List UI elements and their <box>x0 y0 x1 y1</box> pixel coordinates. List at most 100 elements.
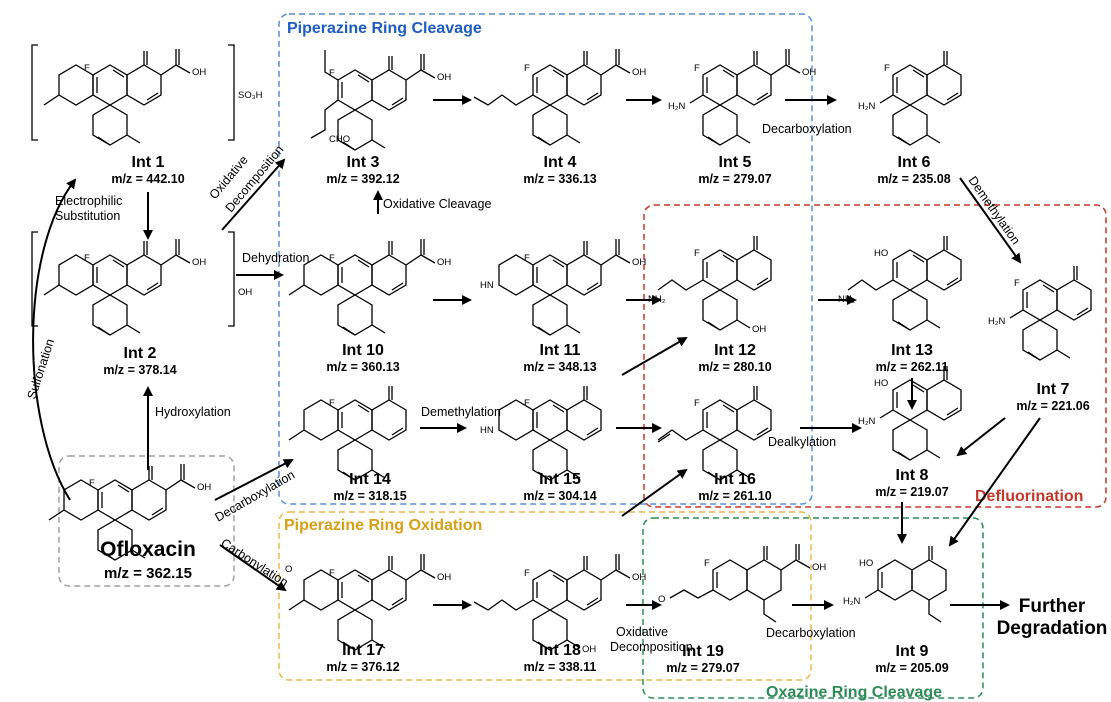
svg-text:F: F <box>884 63 890 74</box>
label-int11-mz: m/z = 348.13 <box>523 360 596 374</box>
structure-int4: F OH <box>473 48 646 146</box>
label-int11-name: Int 11 <box>540 342 581 359</box>
label-int9-mz: m/z = 205.09 <box>875 661 948 675</box>
region-title-defluorination: Defluorination <box>975 488 1083 505</box>
svg-text:HO: HO <box>859 558 873 569</box>
label-int19-mz: m/z = 279.07 <box>666 661 739 675</box>
svg-text:OH: OH <box>632 572 646 583</box>
step-decarboxylation-int5: Decarboxylation <box>762 122 852 136</box>
region-box-piperazine-oxidation <box>278 511 812 681</box>
svg-text:OH: OH <box>197 482 211 493</box>
svg-text:F: F <box>329 568 335 579</box>
svg-text:OH: OH <box>752 324 766 335</box>
step-electrophilic-2: Substitution <box>55 209 120 223</box>
further-degradation-line1: Further <box>1019 596 1086 617</box>
svg-text:O: O <box>658 594 665 605</box>
structure-int8: HO H₂N <box>858 365 962 461</box>
structure-int3: F OH CHO <box>310 50 451 151</box>
pathway-arrows <box>32 95 1041 610</box>
label-int12-mz: m/z = 280.10 <box>698 360 771 374</box>
label-int4-name: Int 4 <box>544 154 577 171</box>
region-title-piperazine-oxidation: Piperazine Ring Oxidation <box>284 517 482 534</box>
structure-int14: F <box>288 385 407 481</box>
step-electrophilic-1: Electrophilic <box>55 194 122 208</box>
structure-int12: F NH₂ OH <box>648 235 772 335</box>
svg-text:F: F <box>694 398 700 409</box>
step-oxidative-decomposition-4: Decomposition <box>610 640 693 654</box>
step-dehydration: Dehydration <box>242 251 309 265</box>
svg-text:OH: OH <box>437 257 451 268</box>
structure-int5: F H₂N OH <box>668 48 816 146</box>
label-int6-mz: m/z = 235.08 <box>877 172 950 186</box>
step-oxidative-cleavage: Oxidative Cleavage <box>383 197 491 211</box>
structure-int15: F HN <box>480 385 602 481</box>
svg-text:OH: OH <box>812 562 826 573</box>
region-title-oxazine-cleavage: Oxazine Ring Cleavage <box>766 684 942 701</box>
svg-text:CHO: CHO <box>329 134 350 145</box>
svg-text:H₂N: H₂N <box>668 101 686 112</box>
label-int8-name: Int 8 <box>896 467 929 484</box>
structure-int13: HO NH₂ <box>838 235 962 331</box>
label-int9-name: Int 9 <box>896 643 929 660</box>
label-int5-name: Int 5 <box>719 154 752 171</box>
svg-text:F: F <box>89 478 95 489</box>
label-int12-name: Int 12 <box>714 342 756 359</box>
label-int3-mz: m/z = 392.12 <box>326 172 399 186</box>
region-title-piperazine-cleavage: Piperazine Ring Cleavage <box>287 20 482 37</box>
svg-text:F: F <box>524 63 530 74</box>
label-int3-name: Int 3 <box>347 154 380 171</box>
step-decarboxylation-int9: Decarboxylation <box>766 626 856 640</box>
svg-text:F: F <box>329 253 335 264</box>
svg-text:OH: OH <box>437 72 451 83</box>
structure-int9: HO H₂N <box>843 546 947 623</box>
region-box-piperazine-cleavage <box>278 13 813 505</box>
step-hydroxylation: Hydroxylation <box>155 405 231 419</box>
svg-text:H₂N: H₂N <box>858 416 876 427</box>
label-ofloxacin-mz: m/z = 362.15 <box>104 565 192 582</box>
svg-text:HO: HO <box>874 248 888 259</box>
further-degradation-line2: Degradation <box>997 618 1108 639</box>
so3h-label: SO₃H <box>238 90 263 101</box>
svg-text:F: F <box>524 568 530 579</box>
step-dealkylation: Dealkylation <box>768 435 836 449</box>
svg-text:H₂N: H₂N <box>988 316 1006 327</box>
structure-int17: F O OH <box>285 553 451 651</box>
structure-int10: F OH <box>288 238 451 336</box>
svg-text:OH: OH <box>632 67 646 78</box>
step-oxidative-decomposition-3: Oxidative <box>616 625 668 639</box>
region-box-oxazine-cleavage <box>642 517 984 699</box>
label-int18-mz: m/z = 338.11 <box>524 660 597 674</box>
structure-int2: F OH <box>43 238 206 336</box>
svg-text:H₂N: H₂N <box>843 596 861 607</box>
label-int6-name: Int 6 <box>898 154 931 171</box>
svg-text:F: F <box>84 253 90 264</box>
label-int15-mz: m/z = 304.14 <box>523 489 596 503</box>
svg-text:OH: OH <box>437 572 451 583</box>
structure-int19: F O OH <box>658 543 826 623</box>
structure-int18: F OH OH <box>473 553 646 655</box>
svg-text:OH: OH <box>632 257 646 268</box>
oh-label-int2: OH <box>238 287 252 298</box>
svg-text:OH: OH <box>192 257 206 268</box>
structure-ofloxacin: F OH <box>48 463 211 561</box>
step-carbonylation: Carbonylation <box>218 536 290 590</box>
label-int15-name: Int 15 <box>539 471 581 488</box>
label-int4-mz: m/z = 336.13 <box>523 172 596 186</box>
bracket-int1 <box>31 44 235 141</box>
svg-text:OH: OH <box>582 644 596 655</box>
svg-text:F: F <box>84 63 90 74</box>
label-int10-name: Int 10 <box>342 342 384 359</box>
label-int1-mz: m/z = 442.10 <box>111 172 184 186</box>
label-int18-name: Int 18 <box>539 642 581 659</box>
label-int7-mz: m/z = 221.06 <box>1016 399 1089 413</box>
svg-text:F: F <box>1014 278 1020 289</box>
label-int7-name: Int 7 <box>1037 381 1070 398</box>
svg-text:HN: HN <box>480 425 494 436</box>
label-int16-name: Int 16 <box>714 471 756 488</box>
label-int17-mz: m/z = 376.12 <box>326 660 399 674</box>
structure-int11: F HN OH <box>480 238 646 336</box>
svg-text:F: F <box>694 63 700 74</box>
label-int1-name: Int 1 <box>132 154 165 171</box>
svg-text:F: F <box>329 398 335 409</box>
